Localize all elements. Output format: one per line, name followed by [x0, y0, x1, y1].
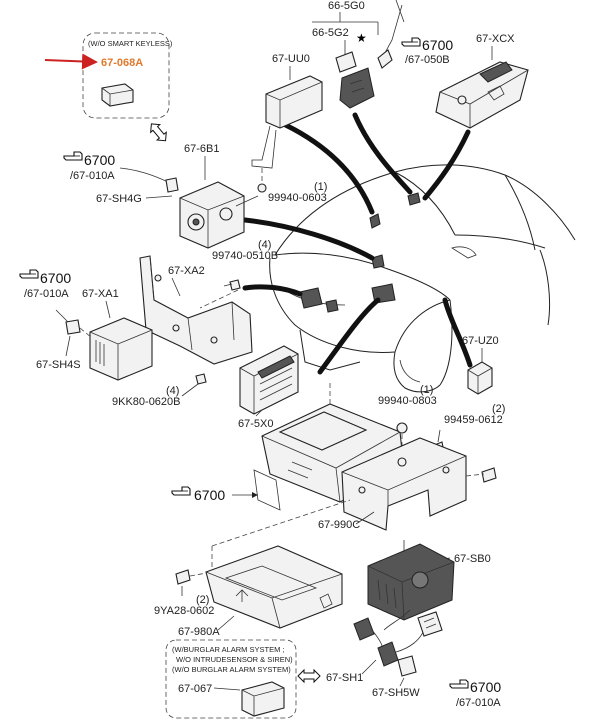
part-66-5G0-label: 66-5G0	[328, 0, 365, 12]
ref-67-010A-mid-label: /67-010A	[24, 288, 69, 300]
part-67-990C: 67-990C	[318, 437, 497, 531]
qty-99459: (2)	[492, 403, 505, 415]
part-67-980A: 67-980A	[178, 499, 351, 638]
part-67-SH5W: 67-SH5W	[372, 655, 420, 699]
double-arrow-icon	[297, 669, 321, 683]
ref-6700-bottom-label: 6700	[470, 679, 501, 695]
part-99740-0510B: (4) 99740-0510B	[212, 239, 278, 291]
part-66-5G2-label: 66-5G2	[312, 27, 349, 39]
pointing-hand-icon	[171, 486, 191, 496]
part-67-SB0: 67-SB0	[367, 540, 491, 631]
part-67-UZ0: 67-UZ0	[462, 335, 499, 395]
part-67-XA2: 67-XA2	[139, 255, 253, 365]
part-67-990C-label: 67-990C	[318, 519, 360, 531]
wo-smart-keyless-label: (W/O SMART KEYLESS)	[88, 39, 173, 48]
qty-9YA28: (2)	[196, 594, 209, 606]
part-67-980A-label: 67-980A	[178, 626, 220, 638]
alarm-line2: W/O INTRUDESENSOR & SIREN)	[176, 655, 293, 664]
reference-6700-bottom: 6700 /67-010A	[449, 679, 501, 709]
part-67-5X0: 67-5X0	[238, 345, 299, 430]
part-67-XCX: 67-XCX	[435, 33, 529, 129]
part-67-5X0-label: 67-5X0	[238, 418, 273, 430]
part-67-SH5W-label: 67-SH5W	[372, 687, 420, 699]
part-67-6B1: 67-6B1 67-SH4G	[96, 143, 259, 249]
part-67-UU0-label: 67-UU0	[272, 53, 310, 65]
part-67-UU0: 67-UU0 (1) 99940-0603	[251, 53, 327, 204]
callout-67-068A: (W/O SMART KEYLESS) 67-068A	[44, 32, 173, 119]
part-9KK80-0620B: (4) 9KK80-0620B	[112, 373, 207, 408]
callout-67-067: (W/BURGLAR ALARM SYSTEM ; W/O INTRUDESEN…	[165, 639, 297, 719]
ref-6700-left-label: 6700	[84, 152, 115, 168]
part-67-XA2-label: 67-XA2	[168, 265, 205, 277]
ref-6700-mid-label: 6700	[40, 270, 71, 286]
ref-6700-center-label: 6700	[194, 487, 225, 503]
part-99940-0803-label: 99940-0803	[378, 395, 437, 407]
part-9YA28-0602-label: 9YA28-0602	[154, 605, 214, 617]
part-67-SH1-label: 67-SH1	[326, 672, 363, 684]
part-9KK80-0620B-label: 9KK80-0620B	[112, 396, 181, 408]
connection-lines	[242, 112, 473, 375]
reference-6700-left: 6700 /67-010A	[63, 151, 115, 182]
ref-67-050B-label: /67-050B	[405, 54, 450, 66]
part-67-SH4G-label: 67-SH4G	[96, 193, 142, 205]
part-67-SH1: 67-SH1	[297, 611, 443, 684]
ref-6700-top-label: 6700	[422, 37, 453, 53]
reference-6700-top: 6700 /67-050B	[401, 37, 453, 66]
part-67-XA1: 67-XA1 67-SH4S	[36, 288, 153, 381]
part-99740-0510B-label: 99740-0510B	[212, 250, 278, 262]
part-67-067-label: 67-067	[178, 683, 212, 695]
connect-arrow-068A	[146, 119, 171, 146]
part-9YA28-0602: (2) 9YA28-0602	[154, 569, 214, 617]
part-67-XA1-label: 67-XA1	[82, 288, 119, 300]
part-group-66-5G0: 66-5G0 66-5G2 ★	[312, 0, 405, 109]
ref-67-010A-bottom-label: /67-010A	[456, 697, 501, 709]
red-callout-arrow	[44, 53, 98, 70]
part-67-SH4S-label: 67-SH4S	[36, 359, 81, 371]
part-99459-0612-label: 99459-0612	[444, 414, 503, 426]
part-67-068A-label: 67-068A	[101, 57, 143, 69]
star-icon: ★	[356, 31, 367, 45]
part-67-UZ0-label: 67-UZ0	[462, 335, 499, 347]
key-blank	[335, 51, 357, 73]
qty-99940-0803: (1)	[420, 384, 433, 396]
alarm-line1: (W/BURGLAR ALARM SYSTEM ;	[172, 645, 285, 654]
qty-99740-0510B: (4)	[258, 239, 271, 251]
ref-67-010A-left-label: /67-010A	[70, 170, 115, 182]
pointing-hand-icon	[63, 151, 83, 161]
remote-transmitter	[339, 67, 375, 109]
qty-99940-0603: (1)	[314, 181, 327, 193]
reference-6700-center: 6700	[171, 486, 258, 503]
pointing-hand-icon	[401, 37, 421, 47]
reference-6700-mid: 6700 /67-010A	[19, 269, 71, 300]
part-99940-0803: (1) 99940-0803	[378, 384, 437, 452]
qty-9KK80: (4)	[166, 385, 179, 397]
part-67-SB0-label: 67-SB0	[454, 553, 491, 565]
pointing-hand-icon	[449, 679, 469, 689]
part-67-6B1-label: 67-6B1	[184, 143, 219, 155]
part-99940-0603-label: 99940-0603	[268, 192, 327, 204]
alarm-line3: (W/O BURGLAR ALARM SYSTEM)	[172, 665, 291, 674]
part-67-XCX-label: 67-XCX	[476, 33, 515, 45]
pointing-hand-icon	[19, 269, 39, 279]
